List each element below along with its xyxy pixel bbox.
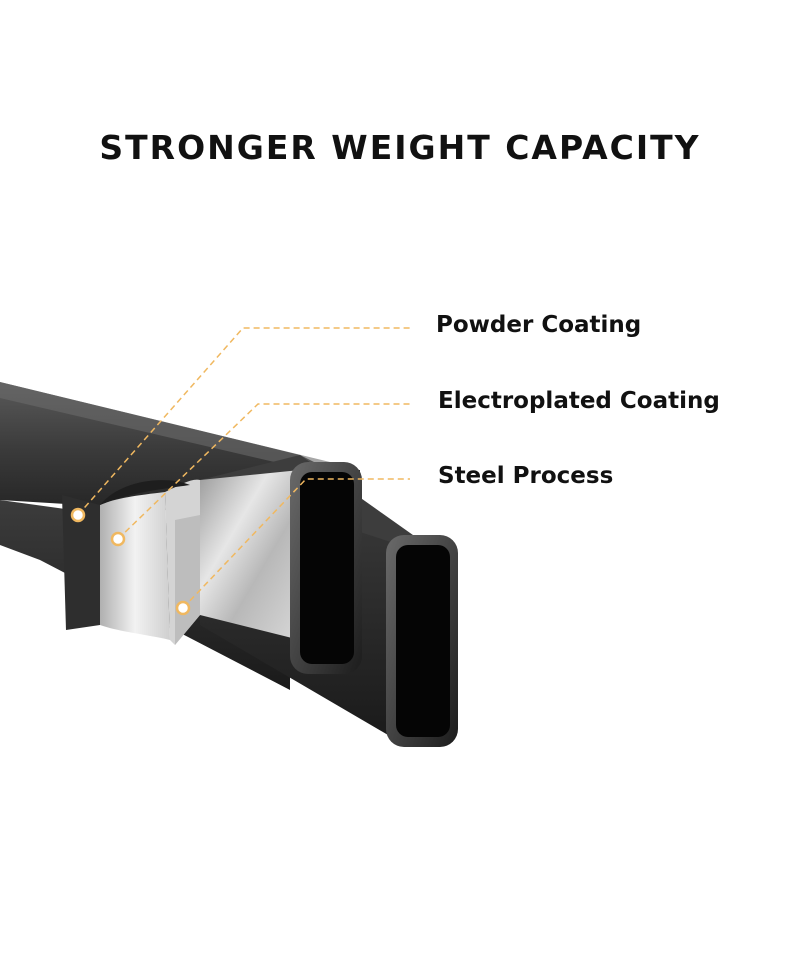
callout-dot-powder bbox=[70, 507, 86, 523]
callout-dot-steel bbox=[175, 600, 191, 616]
peeled-layers bbox=[62, 479, 200, 645]
callout-label-powder-coating: Powder Coating bbox=[436, 312, 642, 338]
steel-core bbox=[200, 470, 300, 640]
callout-label-steel-process: Steel Process bbox=[438, 463, 614, 489]
front-tube-end bbox=[386, 535, 458, 747]
headline: STRONGER WEIGHT CAPACITY bbox=[99, 128, 701, 167]
callout-dot-electroplated bbox=[110, 531, 126, 547]
callout-label-electroplated-coating: Electroplated Coating bbox=[438, 388, 720, 414]
back-tube-end bbox=[290, 462, 362, 674]
callout-lines bbox=[77, 327, 410, 609]
callout-line-powder bbox=[77, 327, 410, 516]
callout-dots bbox=[70, 507, 191, 616]
callout-line-electroplated bbox=[117, 403, 410, 540]
